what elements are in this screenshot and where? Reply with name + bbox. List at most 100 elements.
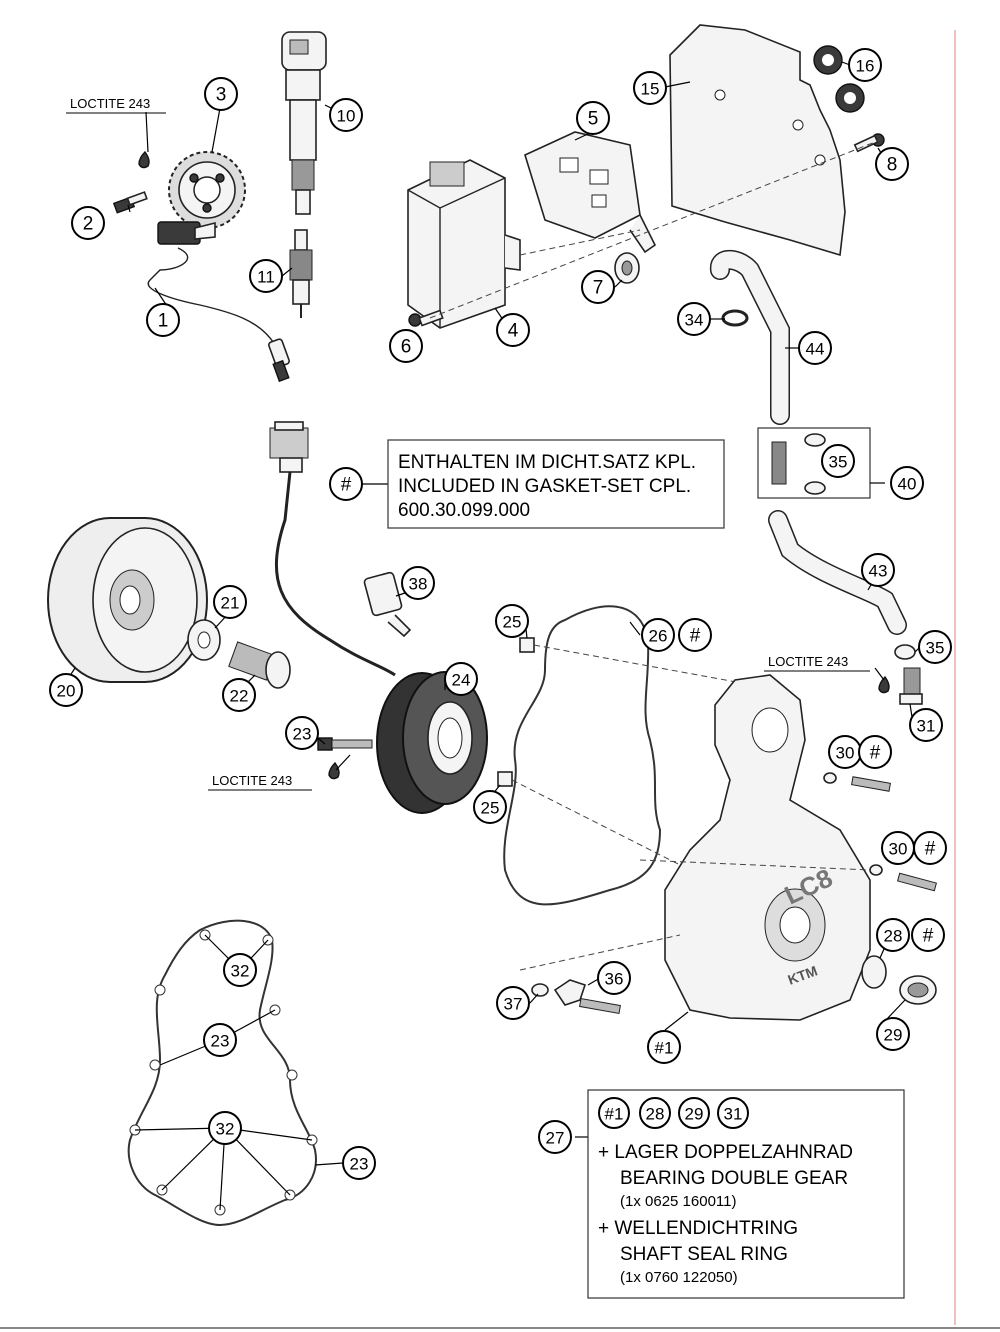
assembly-line [429, 139, 881, 319]
callout-group: 1234567810111516202122232425252627282930… [49, 48, 952, 1180]
assembly-line [519, 229, 641, 256]
pickup-part [363, 571, 412, 638]
retainer-part [531, 979, 621, 1014]
callout-hash: # [858, 735, 892, 769]
callout-21: 21 [213, 585, 247, 619]
callout-label: 23 [293, 725, 312, 744]
grommet-part [614, 252, 640, 284]
callout-label: 35 [829, 453, 848, 472]
loctite-label: LOCTITE 243 [66, 96, 166, 114]
callout-4: 4 [496, 313, 530, 347]
callout-25: 25 [473, 790, 507, 824]
callout-26: 26 [641, 618, 675, 652]
bolt-part [823, 772, 891, 792]
callout-hash: # [678, 618, 712, 652]
callout-label: 40 [898, 475, 917, 494]
dowel-pin-part [497, 771, 513, 787]
callout-label: 20 [57, 682, 76, 701]
kit-part-callout: 29 [678, 1097, 710, 1129]
sprocket-part [168, 151, 246, 229]
callout-30: 30 [828, 735, 862, 769]
ignition-coil-part [281, 31, 327, 215]
callout-label: 30 [889, 840, 908, 859]
callout-38: 38 [401, 566, 435, 600]
note-line: (1x 0625 160011) [620, 1193, 736, 1210]
stator-part [376, 671, 488, 814]
callout-label: 23 [211, 1032, 230, 1051]
callout-23: 23 [285, 716, 319, 750]
callout-label: 1 [158, 311, 169, 332]
dowel-pin-part [519, 637, 535, 653]
kit-part-callout: 31 [717, 1097, 749, 1129]
callout-22: 22 [222, 678, 256, 712]
callout-32: 32 [208, 1111, 242, 1145]
callout-label: 28 [884, 927, 903, 946]
pickup-sensor-part [147, 221, 290, 383]
loctite-drop-icon [878, 675, 890, 694]
callout-label: 22 [230, 687, 249, 706]
callout-15: 15 [633, 71, 667, 105]
cdi-unit-part [407, 159, 521, 329]
callout-label: 4 [508, 321, 519, 342]
svg-text:LOCTITE 243: LOCTITE 243 [212, 773, 292, 788]
assembly-line [639, 859, 871, 871]
callout-6: 6 [389, 329, 423, 363]
callout-label: 38 [409, 575, 428, 594]
callout-35: 35 [918, 630, 952, 664]
callout-31: 31 [909, 708, 943, 742]
note-line: ENTHALTEN IM DICHT.SATZ KPL. [398, 452, 696, 473]
svg-text:LOCTITE 243: LOCTITE 243 [768, 654, 848, 669]
callout-label: 43 [869, 562, 888, 581]
flywheel-part [47, 517, 208, 683]
kit-part-callout: 28 [639, 1097, 671, 1129]
callout-28: 28 [876, 918, 910, 952]
hose-part [710, 249, 790, 425]
gasket-set-note: ENTHALTEN IM DICHT.SATZ KPL. INCLUDED IN… [387, 439, 725, 529]
flywheel-bolt-part [228, 641, 291, 689]
callout-hash1: #1 [647, 1030, 681, 1064]
callout-label: # [341, 475, 352, 496]
loctite-label: LOCTITE 243 [208, 773, 312, 791]
callout-label: 6 [401, 337, 412, 358]
hose-part [768, 510, 907, 635]
callout-label: 11 [257, 268, 275, 287]
callout-label: 10 [337, 107, 356, 126]
callout-label: 32 [231, 962, 250, 981]
callout-3: 3 [204, 77, 238, 111]
callout-label: 32 [216, 1120, 235, 1139]
callout-label: 23 [350, 1155, 369, 1174]
callout-40: 40 [890, 466, 924, 500]
note-line: + LAGER DOPPELZAHNRAD [598, 1142, 853, 1163]
callout-32: 32 [223, 953, 257, 987]
assembly-line [519, 934, 681, 971]
callout-5: 5 [576, 101, 610, 135]
callout-label: 26 [649, 627, 668, 646]
loctite-drop-icon [328, 761, 340, 780]
callout-hash: # [913, 831, 947, 865]
callout-label: 21 [221, 594, 240, 613]
svg-text:LOCTITE 243: LOCTITE 243 [70, 96, 150, 111]
callout-label: 16 [856, 57, 875, 76]
callout-label: 8 [887, 155, 898, 176]
svg-text:#1: #1 [605, 1105, 624, 1124]
callout-label: 34 [685, 311, 704, 330]
callout-37: 37 [496, 986, 530, 1020]
callout-label: 31 [917, 717, 936, 736]
callout-label: 35 [926, 639, 945, 658]
kit-part-callout: #1 [598, 1097, 630, 1129]
callout-label: 36 [605, 970, 624, 989]
loctite-drop-icon [138, 150, 150, 169]
plug-part [899, 975, 937, 1005]
callout-10: 10 [329, 98, 363, 132]
callout-hash: # [911, 918, 945, 952]
washer-part [187, 619, 221, 661]
callout-label: 3 [216, 85, 227, 106]
callout-label: 7 [593, 278, 604, 299]
callout-16: 16 [848, 48, 882, 82]
callout-35: 35 [821, 444, 855, 478]
callout-label: 5 [588, 109, 599, 130]
note-line: SHAFT SEAL RING [620, 1244, 788, 1265]
fitting-part [899, 667, 923, 705]
callout-label: 37 [504, 995, 523, 1014]
